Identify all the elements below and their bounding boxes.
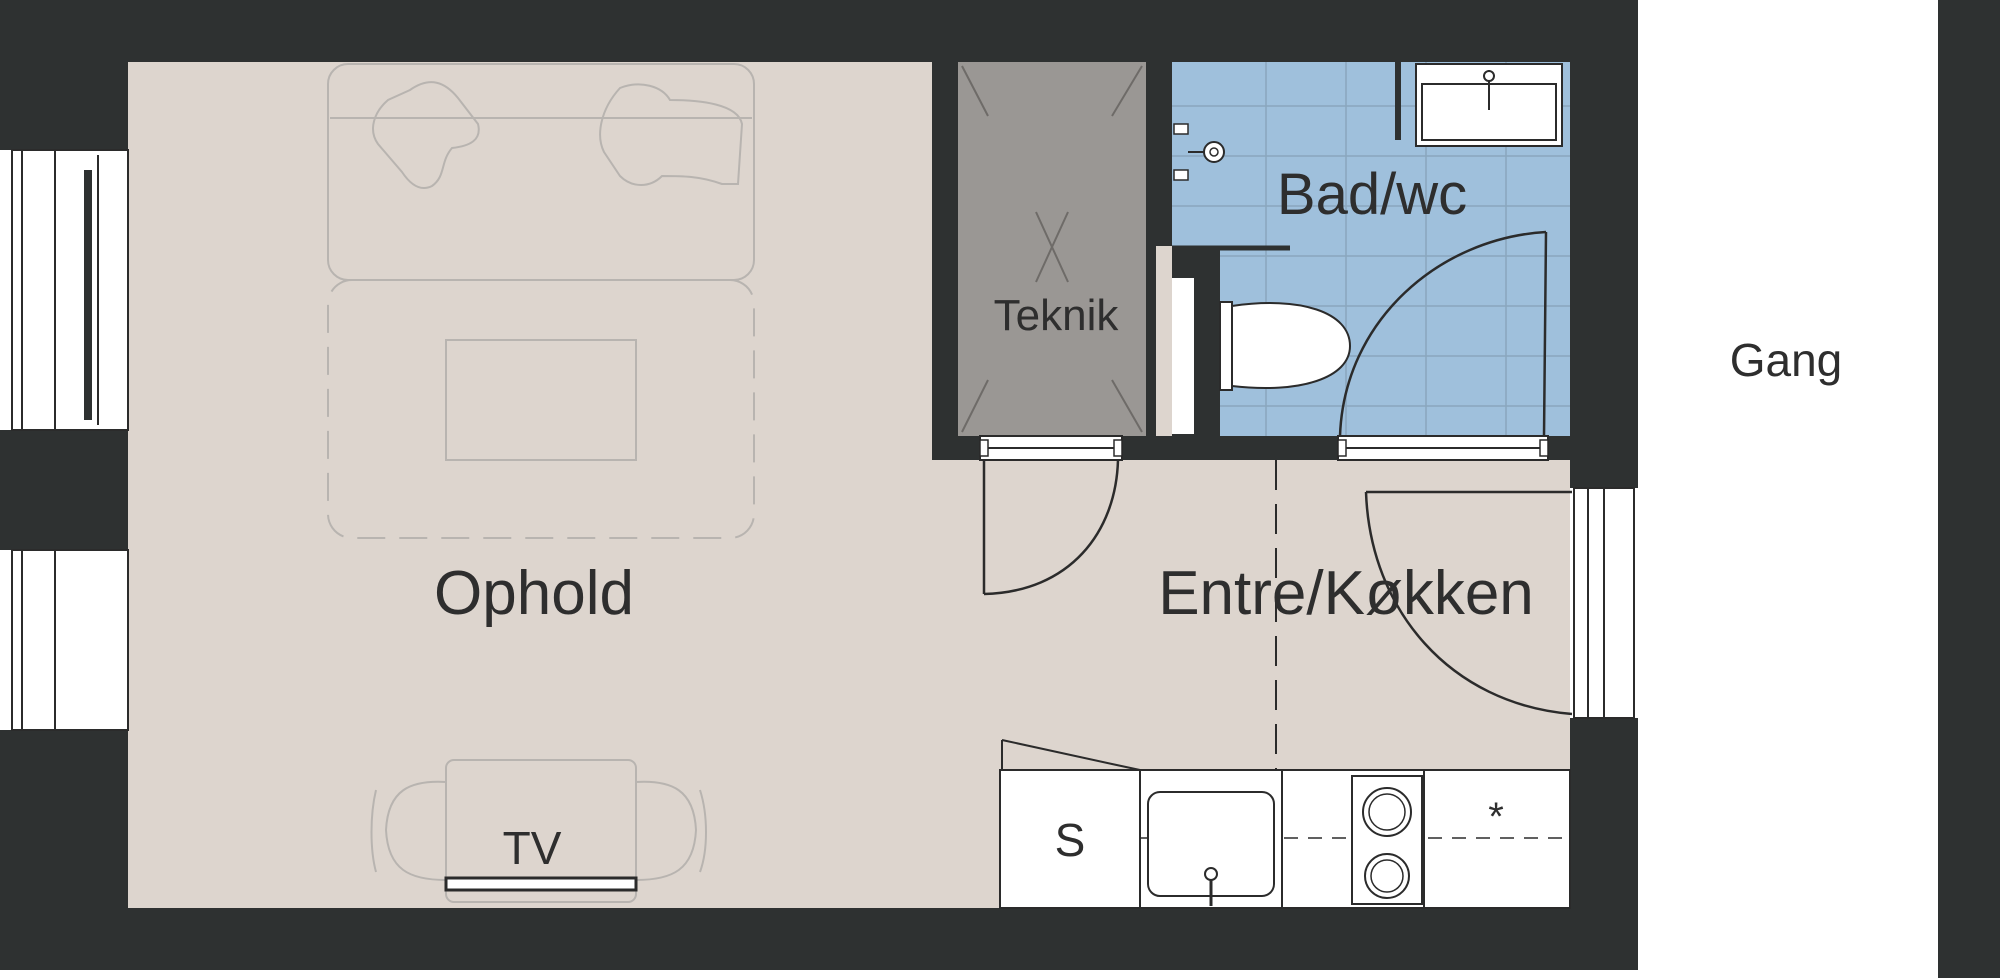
entry-kitchen-label: Entre/Køkken: [1158, 559, 1534, 628]
chair-icon: [384, 780, 447, 881]
door-swing-icon: [1338, 230, 1548, 437]
kitchen-sink-icon: [1147, 791, 1275, 906]
window-icon: [11, 549, 129, 731]
shower-icon: [1173, 123, 1225, 181]
toilet-icon: [1219, 301, 1352, 391]
door-swing-icon: [982, 459, 1120, 596]
tech-room-markings: [961, 65, 1143, 433]
tech-room-label: Teknik: [994, 291, 1120, 340]
window-icon: [11, 149, 129, 431]
bath-door: [1337, 435, 1549, 461]
bathroom-label: Bad/wc: [1277, 162, 1467, 227]
armchair-icon: [599, 83, 744, 186]
tv-label: TV: [503, 822, 562, 874]
tv-unit: [444, 876, 638, 892]
rug-icon: [327, 279, 755, 539]
sink-icon: [1415, 63, 1563, 147]
living-room-label: Ophold: [434, 559, 634, 628]
table-icon: [445, 759, 637, 903]
door-swing-icon: [1364, 490, 1573, 716]
tech-door: [979, 435, 1123, 461]
cabinet-label: S: [1055, 814, 1086, 866]
window-icon: [1573, 487, 1635, 719]
fan-symbol: *: [1488, 795, 1504, 839]
corridor-label: Gang: [1730, 334, 1843, 386]
table-icon: [445, 339, 637, 461]
chair-icon: [699, 789, 707, 873]
chair-icon: [370, 789, 377, 873]
kitchen-counter: [999, 739, 1571, 909]
chair-icon: [635, 780, 698, 881]
stove-icon: [1351, 775, 1423, 905]
armchair-icon: [372, 81, 480, 190]
